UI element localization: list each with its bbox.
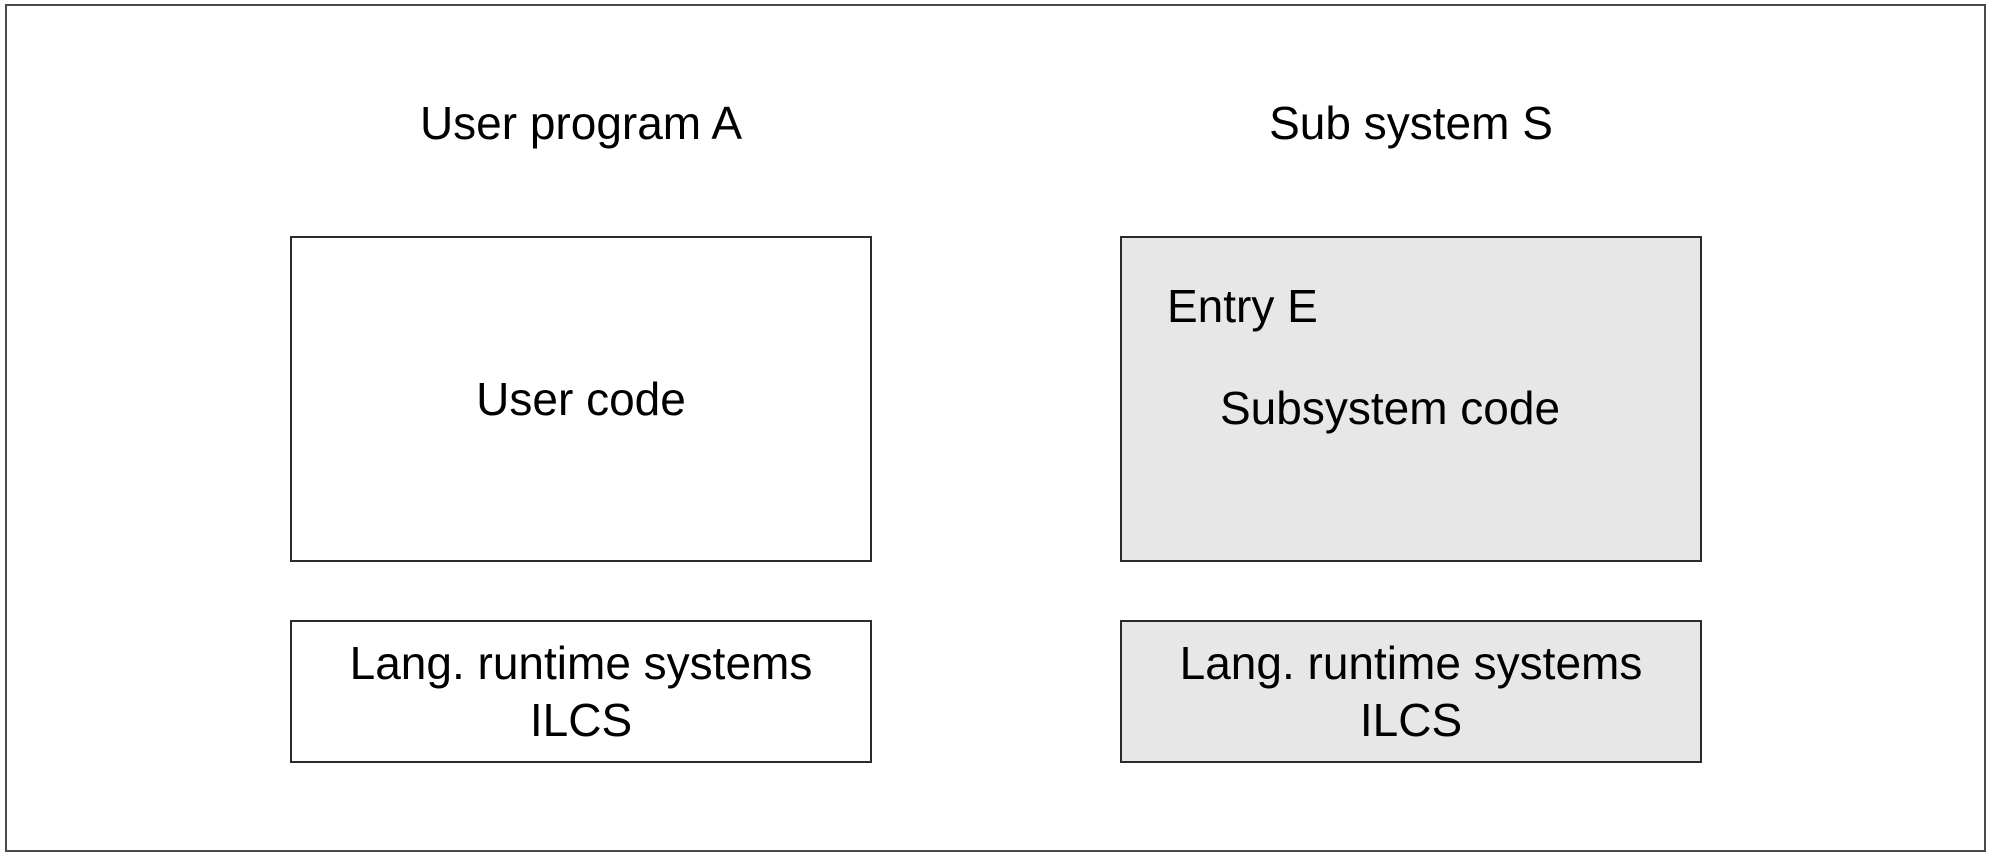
user-code-box: User code xyxy=(290,236,872,562)
column-title-user-program: User program A xyxy=(419,97,743,149)
subsystem-code-label: Subsystem code xyxy=(1220,382,1561,434)
runtime-line1: Lang. runtime systems xyxy=(349,636,813,689)
runtime-line2: ILCS xyxy=(529,693,633,746)
runtime-box-subsystem: Lang. runtime systems ILCS xyxy=(1120,620,1702,763)
runtime-box-user-program: Lang. runtime systems ILCS xyxy=(290,620,872,763)
entry-label: Entry E xyxy=(1167,280,1318,332)
runtime-line2: ILCS xyxy=(1359,693,1463,746)
subsystem-code-box: Entry E Subsystem code xyxy=(1120,236,1702,562)
column-title-sub-system: Sub system S xyxy=(1269,97,1553,149)
user-code-label: User code xyxy=(476,373,686,425)
runtime-line1: Lang. runtime systems xyxy=(1179,636,1643,689)
